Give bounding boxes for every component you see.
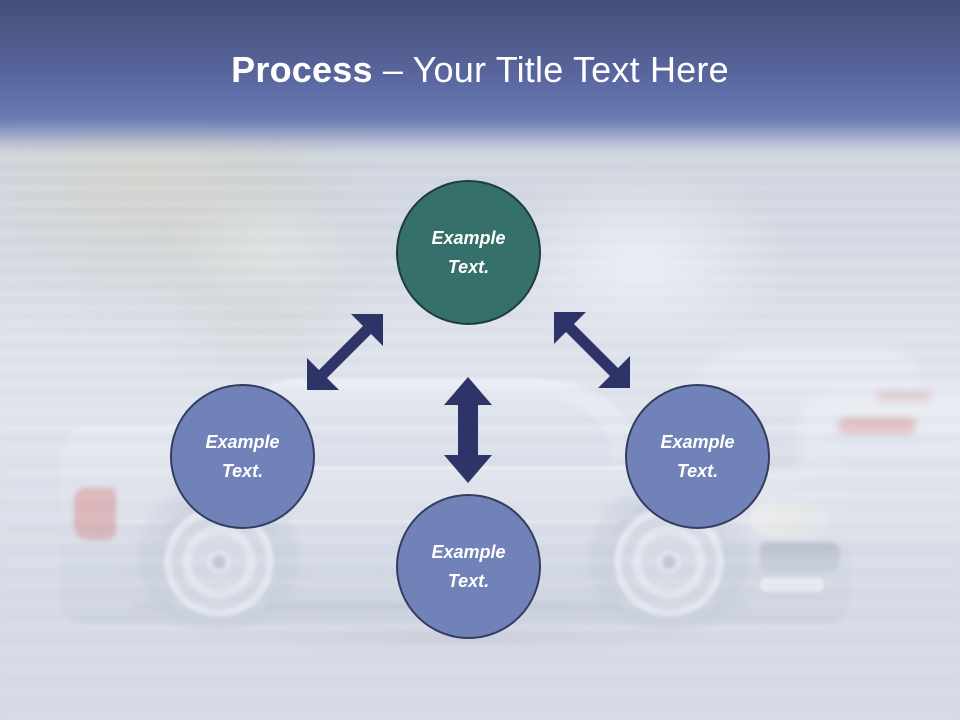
arrow-top-right-diagonal	[554, 312, 630, 388]
car-taillight	[74, 488, 116, 540]
arrow-center-vertical	[444, 377, 492, 483]
process-node-left-line2: Text.	[221, 460, 264, 481]
page-title-bold: Process	[231, 49, 373, 90]
traffic-taillight-secondary	[876, 392, 932, 401]
traffic-taillight	[838, 418, 916, 434]
process-node-bottom-label: Example Text.	[431, 538, 505, 596]
header-band	[0, 0, 960, 152]
process-node-top[interactable]: Example Text.	[396, 180, 541, 325]
process-node-top-line2: Text.	[447, 256, 490, 277]
page-title: Process – Your Title Text Here	[0, 48, 960, 92]
car-fog-lamp	[760, 578, 824, 592]
process-node-bottom-line2: Text.	[447, 570, 490, 591]
process-node-top-line1: Example	[431, 227, 506, 248]
car-headlight	[750, 502, 828, 536]
process-node-bottom[interactable]: Example Text.	[396, 494, 541, 639]
process-node-left-line1: Example	[205, 431, 280, 452]
process-node-bottom-line1: Example	[431, 541, 506, 562]
process-node-right-label: Example Text.	[660, 428, 734, 486]
car-windows	[260, 396, 610, 468]
traffic-car-near	[800, 390, 960, 500]
car-roof-trim	[238, 466, 658, 470]
process-node-right-line1: Example	[660, 431, 735, 452]
car-grille	[760, 542, 840, 572]
arrow-top-left-diagonal	[307, 314, 383, 390]
process-node-right[interactable]: Example Text.	[625, 384, 770, 529]
page-title-rest: – Your Title Text Here	[372, 49, 729, 90]
process-node-right-line2: Text.	[676, 460, 719, 481]
process-node-left[interactable]: Example Text.	[170, 384, 315, 529]
process-node-top-label: Example Text.	[431, 224, 505, 282]
process-node-left-label: Example Text.	[205, 428, 279, 486]
